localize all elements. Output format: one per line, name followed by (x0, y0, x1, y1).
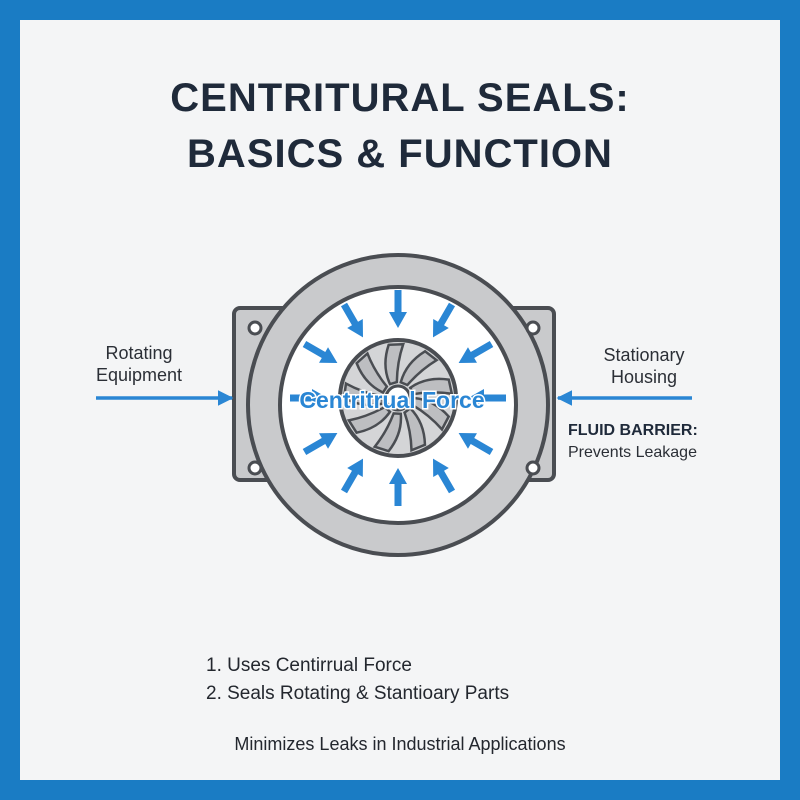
force-arrow (340, 458, 363, 494)
center-force-label: Centritrual Force (299, 387, 484, 413)
page-title: CENTRITURAL SEALS: BASICS & FUNCTION (20, 70, 780, 182)
title-line-1: CENTRITURAL SEALS: (170, 76, 630, 120)
impeller-blade (355, 351, 389, 395)
bolt-hole-bottom-right (525, 460, 541, 476)
fluid-barrier-subtitle: Prevents Leakage (568, 444, 697, 461)
stationary-housing-label: Stationary Housing (584, 344, 704, 388)
force-arrow (290, 389, 328, 407)
impeller-blade (342, 381, 385, 407)
impeller-blade (403, 406, 427, 453)
rotating-equipment-label: Rotating Equipment (84, 342, 194, 386)
force-arrow (389, 290, 407, 328)
rotating-label-line-2: Equipment (95, 365, 183, 385)
force-arrow (433, 458, 456, 494)
force-arrow (302, 433, 338, 456)
force-arrow (302, 340, 338, 363)
footer-caption: Minimizes Leaks in Industrial Applicatio… (234, 734, 566, 754)
bolt-hole-top-right (525, 320, 541, 336)
force-arrow (468, 389, 506, 407)
list-item: 2. Seals Rotating & Stantioary Parts (206, 683, 510, 704)
force-arrow (458, 340, 494, 363)
seal-diagram: Centritrual Force (96, 253, 692, 557)
list-item: 1. Uses Centirrual Force (206, 655, 412, 676)
diagram-frame: CENTRITURAL SEALS: BASICS & FUNCTION (20, 20, 780, 780)
impeller (338, 338, 458, 458)
impeller-blades (342, 342, 454, 453)
impeller-blade (346, 405, 392, 435)
force-arrows (290, 290, 506, 506)
impeller-blade (384, 342, 405, 386)
bolt-hole-bottom-left (247, 460, 263, 476)
bolt-hole-top-left (247, 320, 263, 336)
impeller-blade (408, 377, 454, 396)
rotating-label-line-1: Rotating (105, 343, 173, 363)
impeller-blade (410, 396, 451, 432)
force-arrow (458, 433, 494, 456)
fluid-barrier-callout: FLUID BARRIER: Prevents Leakage (568, 420, 738, 464)
title-line-2: BASICS & FUNCTION (187, 132, 613, 176)
force-arrow (340, 302, 363, 338)
impeller-blade (372, 412, 403, 453)
fluid-barrier-title: FLUID BARRIER: (568, 422, 698, 439)
impeller-blade (399, 349, 439, 387)
stationary-label-line-2: Housing (610, 367, 678, 387)
function-list: 1. Uses Centirrual Force 2. Seals Rotati… (206, 652, 509, 708)
bolt-holes (247, 320, 541, 476)
stationary-label-line-1: Stationary (603, 345, 685, 365)
force-arrow (433, 302, 456, 338)
force-arrow (389, 468, 407, 506)
impeller-hub (384, 384, 412, 412)
